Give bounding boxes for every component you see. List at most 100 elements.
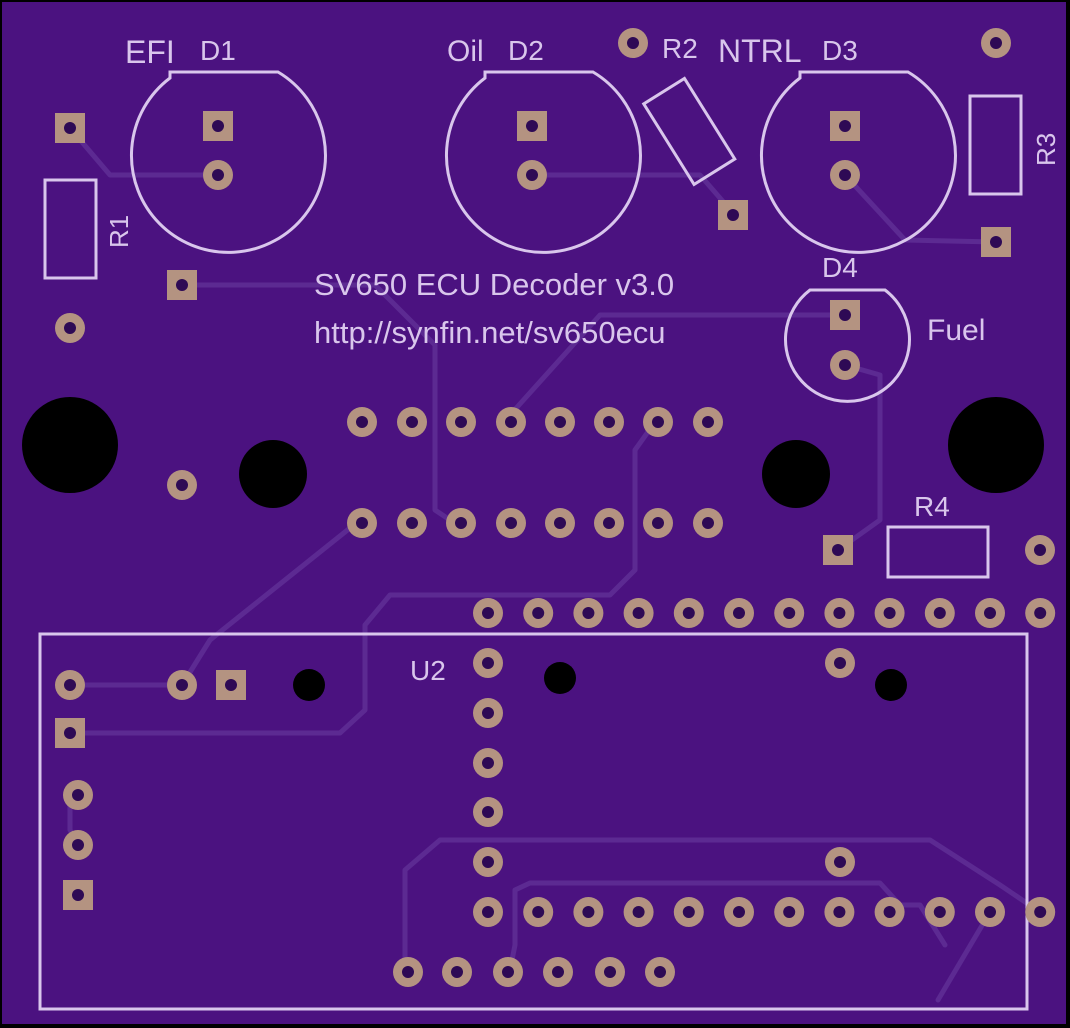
pad-drill: [1034, 906, 1047, 918]
label-fuel: Fuel: [927, 314, 985, 347]
r3-outline: [968, 94, 1023, 196]
label-d3: D3: [822, 35, 858, 66]
pad-drill: [176, 479, 188, 491]
board-title: SV650 ECU Decoder v3.0: [314, 267, 674, 302]
board-url: http://synfin.net/sv650ecu: [314, 315, 666, 350]
pad-drill: [839, 120, 851, 132]
pad-drill: [652, 517, 664, 529]
label-d1: D1: [200, 35, 236, 66]
d3-outline: [759, 70, 957, 254]
label-r4: R4: [914, 491, 950, 522]
label-d4: D4: [822, 252, 858, 283]
r1-outline: [43, 178, 98, 280]
pad-drill: [839, 309, 851, 321]
pad-drill: [505, 517, 517, 529]
u2-outline: [38, 632, 1029, 1011]
pad-drill: [933, 607, 946, 619]
pad-drill: [72, 839, 84, 851]
pad-drill: [654, 966, 666, 978]
pad-drill: [356, 517, 368, 529]
label-r2: R2: [662, 33, 698, 64]
pad-drill: [64, 727, 76, 739]
pad-drill: [833, 906, 846, 918]
pad-drill: [532, 906, 545, 918]
pad-drill: [582, 607, 595, 619]
pad-drill: [682, 906, 695, 918]
pad-drill: [554, 517, 566, 529]
pad-drill: [64, 122, 76, 134]
pad-drill: [552, 966, 564, 978]
pad-drill: [502, 966, 514, 978]
pad-drill: [176, 279, 188, 291]
label-d2: D2: [508, 35, 544, 66]
r2-outline: [641, 76, 737, 187]
pad-drill: [727, 209, 739, 221]
pad-drill: [702, 416, 714, 428]
pad-drill: [482, 806, 494, 818]
label-efi: EFI: [125, 34, 175, 70]
pad-drill: [682, 607, 695, 619]
pad-drill: [833, 607, 846, 619]
pad-drill: [632, 906, 645, 918]
pad-drill: [783, 906, 796, 918]
pad-drill: [64, 679, 76, 691]
pad-drill: [505, 416, 517, 428]
d2-outline: [444, 70, 642, 254]
mounting-holes: [22, 397, 1044, 701]
pad-drill: [482, 856, 494, 868]
pad-drill: [883, 906, 896, 918]
pad-drill: [834, 657, 846, 669]
pad-drill: [984, 607, 996, 619]
pad-drill: [212, 120, 224, 132]
pad-drill: [832, 544, 844, 556]
pad-drill: [604, 966, 616, 978]
pad-drill: [839, 169, 851, 181]
d4-outline: [784, 288, 911, 403]
label-r1: R1: [104, 215, 134, 248]
pad-drill: [702, 517, 714, 529]
r4-outline: [886, 525, 990, 579]
pad-drill: [482, 906, 494, 918]
silkscreen: [38, 70, 1029, 1011]
pad-drill: [883, 607, 896, 619]
pad-drill: [839, 359, 851, 371]
label-ntrl: NTRL: [718, 33, 802, 69]
pad-drill: [652, 416, 664, 428]
pad-drill: [933, 906, 946, 918]
pad-drill: [1034, 544, 1046, 556]
pad-drill: [482, 757, 494, 769]
pad-drill: [834, 856, 846, 868]
pad-drill: [225, 679, 237, 691]
pad-drill: [603, 517, 615, 529]
pad-drill: [582, 906, 595, 918]
silk-text: EFI D1 Oil D2 R2 NTRL D3 R1 R3 D4 Fuel R…: [104, 33, 1061, 686]
pad-drill: [406, 517, 418, 529]
pad-drill: [455, 517, 467, 529]
pad-drill: [482, 657, 494, 669]
pad-drill: [632, 607, 645, 619]
pad-drill: [1034, 607, 1047, 619]
pad-drill: [64, 322, 76, 334]
label-r3: R3: [1031, 133, 1061, 166]
d1-outline: [129, 70, 327, 254]
pad-drill: [482, 607, 494, 619]
pad-drill: [990, 236, 1002, 248]
pad-drill: [176, 679, 188, 691]
pad-drill: [984, 906, 996, 918]
pad-drill: [402, 966, 414, 978]
pad-drill: [406, 416, 418, 428]
label-oil: Oil: [447, 35, 484, 68]
pad-drill: [990, 37, 1002, 49]
pad-drill: [526, 120, 538, 132]
pad-drill: [482, 707, 494, 719]
pad-drill: [554, 416, 566, 428]
pad-drill: [627, 37, 639, 49]
pad-drill: [455, 416, 467, 428]
label-u2: U2: [410, 655, 446, 686]
pad-drill: [212, 169, 224, 181]
pad-drill: [72, 889, 84, 901]
pad-drill: [356, 416, 368, 428]
pad-drill: [603, 416, 615, 428]
